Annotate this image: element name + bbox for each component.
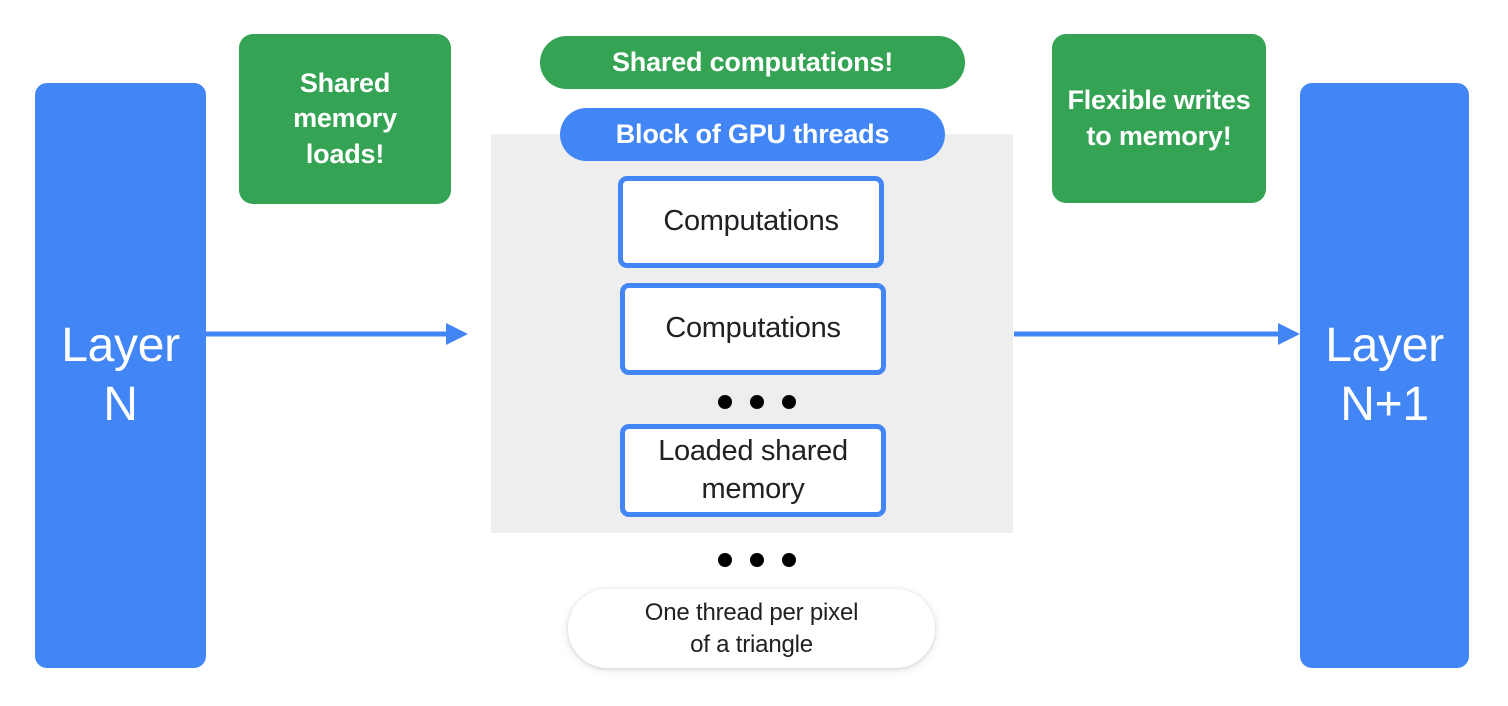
ellipsis-outer-blocks — [718, 553, 796, 567]
thread-box-computations-2: Computations — [620, 283, 886, 375]
pill-one-thread-text: One thread per pixel of a triangle — [644, 597, 859, 659]
arrow-block-to-layer-n1 — [1014, 322, 1300, 346]
ellipsis-dot — [750, 395, 764, 409]
layer-n1-line1: Layer — [1325, 318, 1444, 372]
layer-n-line1: Layer — [61, 318, 180, 372]
layer-n-plus-1-label: Layer N+1 — [1325, 317, 1444, 434]
badge-shared-memory-loads: Shared memory loads! — [239, 34, 451, 204]
ellipsis-dot — [718, 553, 732, 567]
ellipsis-dot — [782, 395, 796, 409]
ellipsis-dot — [750, 553, 764, 567]
ellipsis-inner-threads — [718, 395, 796, 409]
thread-box-loaded-shared-memory: Loaded shared memory — [620, 424, 886, 517]
pill-line2: of a triangle — [690, 630, 813, 658]
pill-line1: One thread per pixel — [644, 599, 859, 627]
layer-n1-line2: N+1 — [1340, 377, 1429, 431]
layer-n-line2: N — [103, 377, 138, 431]
layer-n-label: Layer N — [61, 317, 180, 434]
badge-flexible-writes-to-memory: Flexible writes to memory! — [1052, 34, 1266, 203]
arrow-layer-n-to-block — [206, 322, 468, 346]
pill-one-thread-per-pixel: One thread per pixel of a triangle — [568, 589, 935, 668]
ellipsis-dot — [718, 395, 732, 409]
layer-n-plus-1-block: Layer N+1 — [1300, 83, 1469, 668]
badge-block-of-gpu-threads: Block of GPU threads — [560, 108, 945, 161]
thread-box-computations-1: Computations — [618, 176, 884, 268]
layer-n-block: Layer N — [35, 83, 206, 668]
badge-shared-computations: Shared computations! — [540, 36, 965, 89]
ellipsis-dot — [782, 553, 796, 567]
